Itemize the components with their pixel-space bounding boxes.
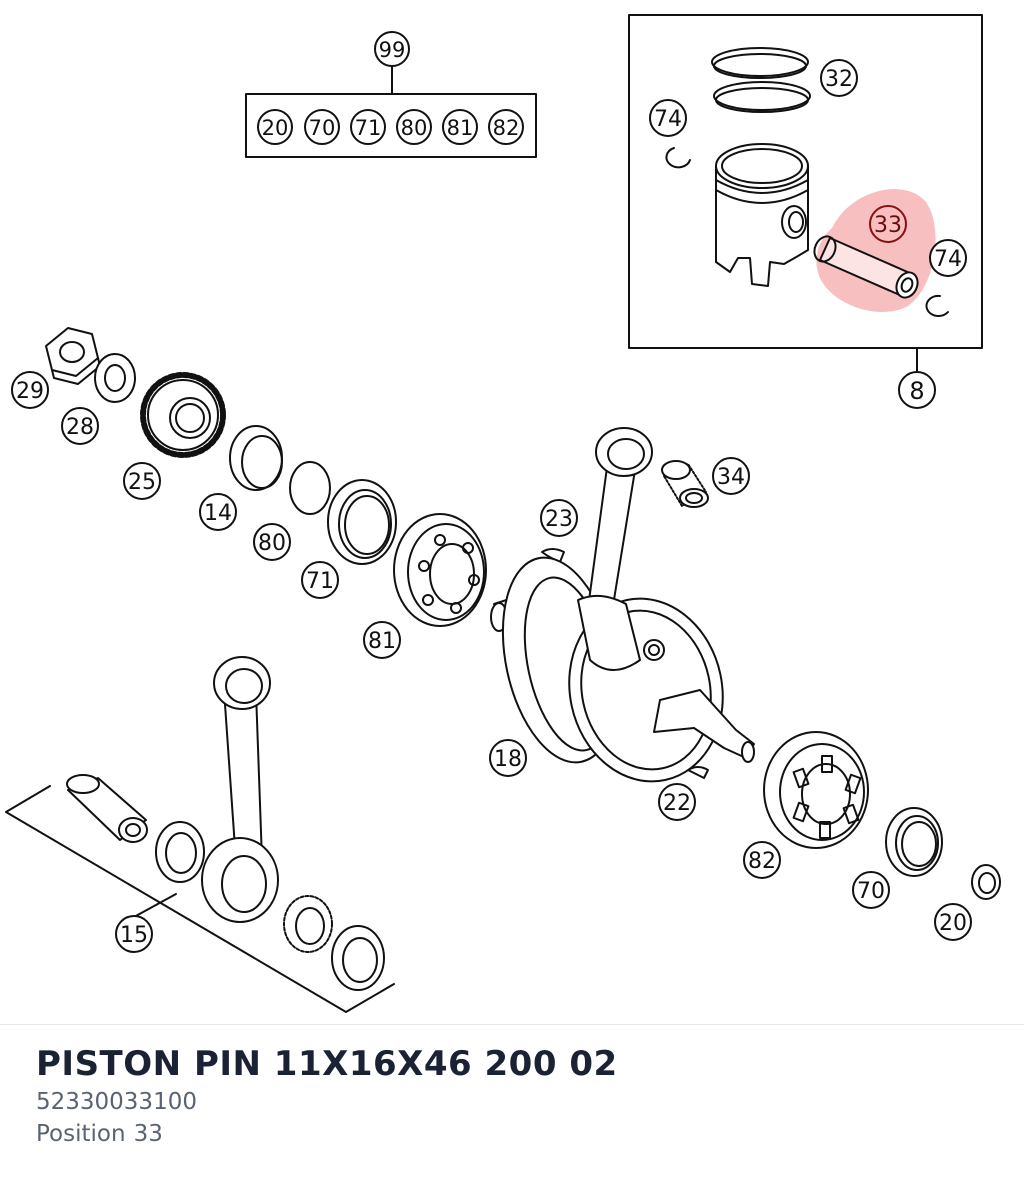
section-divider bbox=[0, 1024, 1024, 1025]
svg-text:71: 71 bbox=[306, 569, 334, 594]
svg-text:20: 20 bbox=[262, 116, 289, 140]
piston-rings-drawing bbox=[711, 47, 811, 113]
conrod-pin-drawing bbox=[66, 774, 148, 843]
svg-text:32: 32 bbox=[825, 67, 853, 92]
svg-text:81: 81 bbox=[368, 629, 396, 654]
conrod-kit-bracket bbox=[5, 785, 395, 1013]
svg-text:82: 82 bbox=[748, 849, 776, 874]
woodruff-key-bottom-drawing bbox=[687, 766, 709, 779]
callout-82[interactable]: 82 bbox=[743, 841, 781, 879]
callout-23[interactable]: 23 bbox=[540, 499, 578, 537]
woodruff-key-top-drawing bbox=[541, 548, 565, 563]
svg-text:74: 74 bbox=[934, 247, 962, 272]
part-number: 52330033100 bbox=[36, 1089, 197, 1115]
callout-25[interactable]: 25 bbox=[123, 462, 161, 500]
conrod-washer-drawing bbox=[155, 821, 205, 883]
conrod-drawing bbox=[201, 656, 279, 923]
kit-callout-99[interactable]: 99 bbox=[374, 31, 410, 67]
piston-assembly-box bbox=[628, 14, 983, 373]
callout-14[interactable]: 14 bbox=[199, 493, 237, 531]
conrod-needle-bearing-drawing bbox=[283, 895, 333, 953]
svg-text:80: 80 bbox=[401, 116, 428, 140]
svg-text:8: 8 bbox=[909, 377, 924, 405]
needle-bearing-top-drawing bbox=[661, 460, 709, 508]
piston-pin-drawing[interactable] bbox=[811, 233, 922, 301]
svg-text:70: 70 bbox=[309, 116, 336, 140]
svg-text:29: 29 bbox=[16, 379, 44, 404]
callout-70[interactable]: 70 bbox=[852, 871, 890, 909]
main-bearing-left-drawing bbox=[393, 513, 487, 627]
svg-text:99: 99 bbox=[379, 38, 406, 62]
callout-22[interactable]: 22 bbox=[658, 783, 696, 821]
svg-text:33: 33 bbox=[874, 213, 902, 238]
callout-34[interactable]: 34 bbox=[712, 457, 750, 495]
kit-item-81[interactable]: 81 bbox=[442, 109, 478, 145]
svg-text:34: 34 bbox=[717, 465, 745, 490]
gear-drawing bbox=[140, 372, 226, 458]
callout-28[interactable]: 28 bbox=[61, 407, 99, 445]
kit-item-71[interactable]: 71 bbox=[350, 109, 386, 145]
circlip-left-drawing bbox=[665, 147, 691, 169]
callout-8[interactable]: 8 bbox=[898, 371, 936, 409]
svg-text:70: 70 bbox=[857, 879, 885, 904]
main-bearing-right-drawing bbox=[763, 731, 869, 849]
position-label: Position bbox=[36, 1121, 126, 1147]
callout-71[interactable]: 71 bbox=[301, 561, 339, 599]
callout-81[interactable]: 81 bbox=[363, 621, 401, 659]
callout-74-left[interactable]: 74 bbox=[649, 99, 687, 137]
circlip-right-drawing bbox=[925, 294, 949, 317]
svg-text:28: 28 bbox=[66, 415, 94, 440]
svg-text:80: 80 bbox=[258, 531, 286, 556]
shaft-seal-drawing bbox=[327, 479, 397, 565]
part-position: Position 33 bbox=[36, 1118, 996, 1150]
svg-text:71: 71 bbox=[355, 116, 382, 140]
svg-text:74: 74 bbox=[654, 107, 682, 132]
callout-74-right[interactable]: 74 bbox=[929, 239, 967, 277]
piston-drawing bbox=[715, 143, 809, 287]
kit-item-70[interactable]: 70 bbox=[304, 109, 340, 145]
kit-item-20[interactable]: 20 bbox=[257, 109, 293, 145]
svg-text:20: 20 bbox=[939, 911, 967, 936]
svg-text:22: 22 bbox=[663, 791, 691, 816]
callout-33[interactable]: 33 bbox=[869, 205, 907, 243]
callout-80[interactable]: 80 bbox=[253, 523, 291, 561]
nut-drawing bbox=[45, 327, 101, 385]
part-info-panel: PISTON PIN 11X16X46 200 02 52330033100 P… bbox=[36, 1042, 996, 1150]
kit-item-80[interactable]: 80 bbox=[396, 109, 432, 145]
crankshaft-drawing bbox=[490, 427, 755, 783]
svg-text:25: 25 bbox=[128, 470, 156, 495]
spacer-right-drawing bbox=[971, 864, 1001, 900]
conrod-thrust-washer-drawing bbox=[331, 925, 385, 991]
part-title: PISTON PIN 11X16X46 200 02 bbox=[36, 1044, 618, 1084]
svg-text:18: 18 bbox=[494, 747, 522, 772]
svg-text:81: 81 bbox=[447, 116, 474, 140]
callout-18[interactable]: 18 bbox=[489, 739, 527, 777]
position-value: 33 bbox=[133, 1121, 163, 1147]
shaft-seal-right-drawing bbox=[885, 807, 943, 877]
callout-20[interactable]: 20 bbox=[934, 903, 972, 941]
callout-29[interactable]: 29 bbox=[11, 371, 49, 409]
callout-32[interactable]: 32 bbox=[820, 59, 858, 97]
svg-text:82: 82 bbox=[493, 116, 520, 140]
bushing-drawing bbox=[229, 425, 283, 491]
svg-text:15: 15 bbox=[120, 923, 148, 948]
svg-text:14: 14 bbox=[204, 501, 232, 526]
svg-text:23: 23 bbox=[545, 507, 573, 532]
washer-drawing bbox=[94, 353, 136, 403]
o-ring-drawing bbox=[289, 461, 331, 515]
callout-15[interactable]: 15 bbox=[115, 915, 153, 953]
exploded-parts-diagram: 99 20 70 71 80 81 82 bbox=[5, 14, 1001, 1013]
kit-item-82[interactable]: 82 bbox=[488, 109, 524, 145]
repair-kit-box bbox=[245, 65, 537, 158]
